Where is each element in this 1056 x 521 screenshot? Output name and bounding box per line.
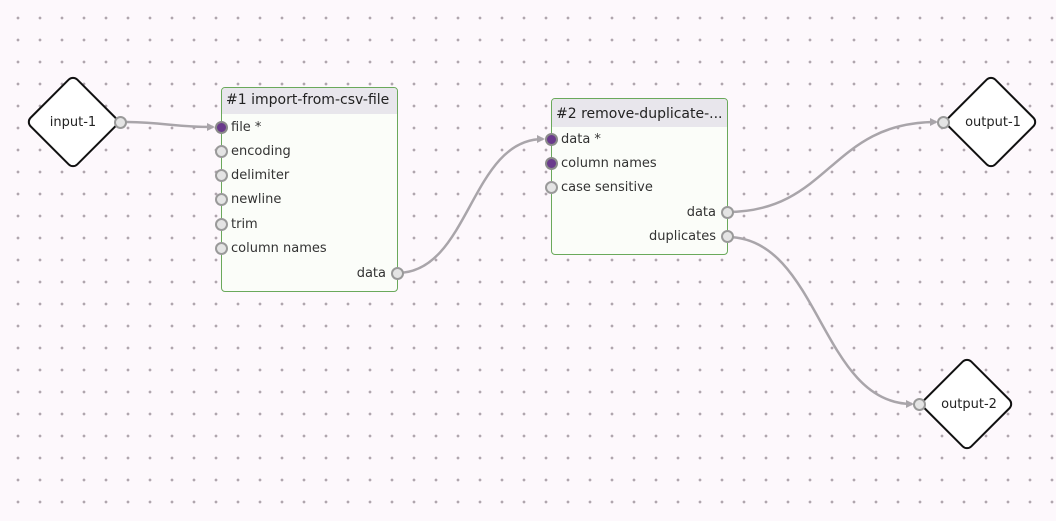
input-1-out-port[interactable] <box>114 116 127 129</box>
input-port-row-newline[interactable]: newline <box>215 190 397 210</box>
node-remove-duplicate[interactable]: #2 remove-duplicate-... data * column na… <box>545 98 734 255</box>
input-port[interactable] <box>215 121 228 134</box>
output-port[interactable] <box>721 230 734 243</box>
output-node-2[interactable]: output-2 <box>918 355 1016 453</box>
output-port-row-data[interactable]: data <box>222 264 404 284</box>
input-port-row-encoding[interactable]: encoding <box>215 142 397 162</box>
node-import-from-csv-file[interactable]: #1 import-from-csv-file file * encoding … <box>215 87 404 292</box>
output-port[interactable] <box>391 267 404 280</box>
wire-duplicates-to-output2[interactable] <box>726 235 914 408</box>
input-port-row-data[interactable]: data * <box>545 130 727 150</box>
wire-data-to-data[interactable] <box>396 135 545 275</box>
output-node-1[interactable]: output-1 <box>942 73 1040 171</box>
node-title: #2 remove-duplicate-... <box>552 99 727 127</box>
input-port[interactable] <box>215 193 228 206</box>
port-label: delimiter <box>231 168 290 183</box>
input-port[interactable] <box>215 169 228 182</box>
port-label: case sensitive <box>561 180 653 195</box>
port-label: column names <box>231 241 327 256</box>
input-port[interactable] <box>215 242 228 255</box>
output-2-in-port[interactable] <box>913 398 926 411</box>
input-port-row-delimiter[interactable]: delimiter <box>215 166 397 186</box>
wire-data-to-output1[interactable] <box>726 118 938 214</box>
input-port[interactable] <box>545 157 558 170</box>
input-port[interactable] <box>215 145 228 158</box>
output-port[interactable] <box>721 206 734 219</box>
input-port-row-case-sensitive[interactable]: case sensitive <box>545 178 727 198</box>
output-node-label: output-1 <box>965 114 1021 130</box>
input-port-row-column-names[interactable]: column names <box>545 154 727 174</box>
port-label: duplicates <box>649 229 716 244</box>
output-port-row-duplicates[interactable]: duplicates <box>552 227 734 247</box>
port-label: data <box>356 266 386 281</box>
port-label: trim <box>231 217 258 232</box>
port-label: encoding <box>231 144 291 159</box>
node-title: #1 import-from-csv-file <box>222 88 397 114</box>
input-port-row-file[interactable]: file * <box>215 118 397 138</box>
input-port-row-trim[interactable]: trim <box>215 215 397 235</box>
input-node-1[interactable]: input-1 <box>24 73 122 171</box>
input-port-row-column-names[interactable]: column names <box>215 239 397 259</box>
input-port[interactable] <box>545 181 558 194</box>
port-label: data * <box>561 132 601 147</box>
port-label: newline <box>231 192 282 207</box>
output-1-in-port[interactable] <box>937 116 950 129</box>
port-label: data <box>686 205 716 220</box>
port-label: file * <box>231 120 262 135</box>
input-node-label: input-1 <box>49 114 97 130</box>
input-port[interactable] <box>215 218 228 231</box>
port-label: column names <box>561 156 657 171</box>
wire-input1-to-file[interactable] <box>120 120 215 131</box>
output-node-label: output-2 <box>941 396 997 412</box>
input-port[interactable] <box>545 133 558 146</box>
output-port-row-data[interactable]: data <box>552 203 734 223</box>
